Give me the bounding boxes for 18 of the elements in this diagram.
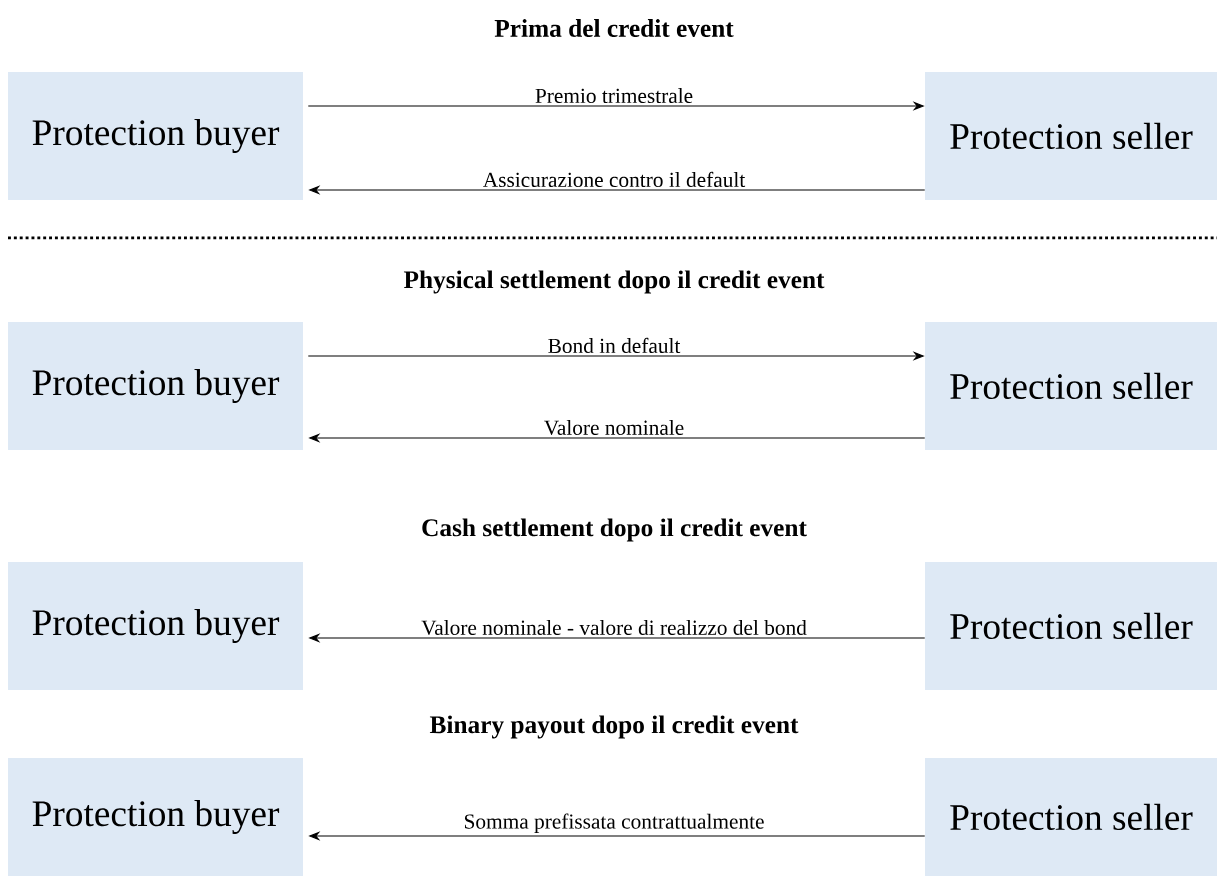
edge-label: Somma prefissata contrattualmente (462, 812, 766, 835)
party-box: Protection seller (925, 322, 1217, 450)
edge-label: Valore nominale (542, 418, 686, 437)
party-box: Protection buyer (8, 72, 303, 200)
edge-label: Premio trimestrale (533, 86, 695, 105)
party-box: Protection buyer (8, 322, 303, 450)
edge-label: Bond in default (546, 336, 682, 355)
edge-label: Valore nominale - valore di realizzo del bond (419, 618, 809, 637)
party-box: Protection buyer (8, 758, 303, 876)
party-box: Protection seller (925, 562, 1217, 690)
party-box: Protection seller (925, 72, 1217, 200)
edge-label: Assicurazione contro il default (481, 170, 747, 189)
party-box: Protection buyer (8, 562, 303, 690)
section-heading: Prima del credit event (494, 19, 734, 37)
section-heading: Binary payout dopo il credit event (429, 715, 799, 739)
party-box: Protection seller (925, 758, 1217, 876)
section-heading: Cash settlement dopo il credit event (422, 518, 807, 542)
section-heading: Physical settlement dopo il credit event (403, 270, 825, 294)
